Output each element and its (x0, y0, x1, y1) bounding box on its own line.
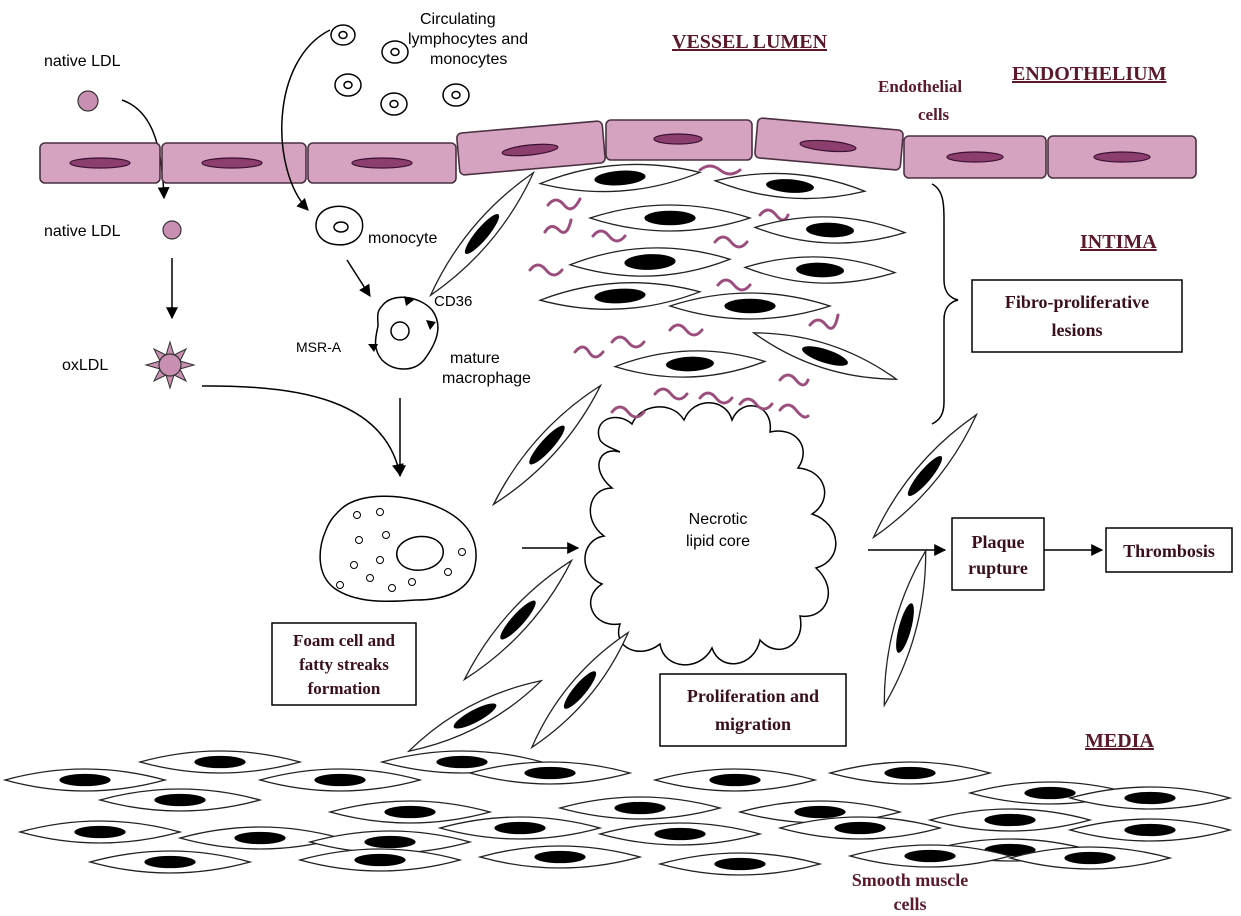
smooth-muscle-cell (750, 321, 900, 390)
native-ldl-mid-particle (163, 221, 181, 239)
msr-a-label: MSR-A (296, 339, 342, 355)
native-ldl-mid-label: native LDL (44, 223, 121, 240)
necrotic-label-1: Necrotic (689, 511, 748, 528)
smooth-muscle-cell (404, 671, 547, 761)
collagen-fiber (612, 407, 644, 417)
smooth-muscle-label-1: Smooth muscle (852, 870, 969, 890)
native-ldl-top-label: native LDL (44, 53, 121, 70)
collagen-fiber (780, 375, 808, 385)
smooth-muscle-cell (755, 214, 906, 245)
smooth-muscle-cell (600, 823, 760, 845)
foam-cell-box-line-3: formation (308, 679, 381, 698)
fibro-box-line-2: lesions (1051, 320, 1102, 340)
smooth-muscle-cell (830, 762, 990, 784)
smooth-muscle-cell (90, 851, 250, 873)
smooth-muscle-cell (560, 797, 720, 819)
cd36-label: CD36 (434, 293, 472, 310)
mature-macrophage (368, 296, 438, 369)
proliferation-box-line-2: migration (715, 714, 791, 734)
collagen-fiber (670, 325, 702, 335)
smooth-muscle-cell (422, 166, 542, 303)
smooth-muscle-cell (20, 821, 180, 843)
endothelium-heading: ENDOTHELIUM (1012, 63, 1167, 85)
mature-label-2: macrophage (442, 370, 531, 387)
smooth-muscle-cell (100, 789, 260, 811)
plaque-rupture-box (952, 518, 1044, 590)
collagen-fiber (545, 220, 571, 232)
circulating-label-2: lymphocytes and (408, 31, 528, 48)
foam-cell-box-line-1: Foam cell and (293, 631, 396, 650)
smooth-muscle-cell (523, 625, 636, 754)
circulating-label-1: Circulating (420, 11, 496, 28)
media-heading: MEDIA (1085, 730, 1154, 752)
fibro-proliferative-box (972, 280, 1182, 352)
endothelial-cells-label-2: cells (918, 105, 950, 124)
thrombosis-label: Thrombosis (1123, 541, 1215, 561)
smooth-muscle-cell (140, 751, 300, 773)
smooth-muscle-cell (180, 827, 340, 849)
smooth-muscle-cell (570, 245, 731, 279)
collagen-fiber (718, 280, 750, 290)
collagen-fiber (780, 405, 808, 417)
foam-cell-box-line-2: fatty streaks (299, 655, 389, 674)
collagen-fiber (548, 199, 580, 209)
endothelial-cells-label-1: Endothelial (878, 77, 962, 96)
mature-label-1: mature (450, 350, 500, 367)
smooth-muscle-cell (745, 254, 896, 285)
collagen-fiber (530, 265, 562, 275)
smooth-muscle-cell (330, 801, 490, 823)
smooth-muscle-cell (1070, 819, 1230, 841)
smooth-muscle-cell (670, 293, 830, 319)
necrotic-label-2: lipid core (686, 533, 750, 550)
smooth-muscle-cell (5, 769, 165, 791)
smooth-muscle-cell (480, 846, 640, 868)
smooth-muscle-cell (615, 348, 766, 379)
collagen-fiber (700, 393, 732, 403)
vessel-lumen-heading: VESSEL LUMEN (672, 31, 828, 53)
smooth-muscle-cell (260, 769, 420, 791)
oxldl-to-foam-arrow (202, 386, 400, 475)
smooth-muscle-cell (300, 849, 460, 871)
collagen-fiber (715, 237, 747, 247)
collagen-fiber (612, 337, 644, 347)
smooth-muscle-cell (456, 553, 579, 687)
smooth-muscle-cell (660, 853, 820, 875)
smooth-muscle-cell (655, 769, 815, 791)
proliferation-box-line-1: Proliferation and (687, 686, 819, 706)
collagen-fiber (700, 166, 740, 174)
circulating-label-3: monocytes (430, 51, 507, 68)
plaque-rupture-line-1: Plaque (971, 532, 1024, 552)
smooth-muscle-cell (590, 205, 750, 231)
collagen-fiber (593, 231, 625, 241)
fibro-box-line-1: Fibro-proliferative (1005, 292, 1149, 312)
intima-brace (932, 184, 958, 424)
collagen-fiber (575, 347, 603, 357)
smooth-muscle-cell (440, 817, 600, 839)
plaque-rupture-line-2: rupture (968, 558, 1028, 578)
foam-cell (320, 496, 476, 601)
intima-heading: INTIMA (1080, 231, 1157, 253)
monocyte-cell (316, 206, 363, 245)
collagen-fiber (760, 210, 788, 220)
proliferation-box (660, 674, 846, 746)
smooth-muscle-cell (714, 169, 865, 203)
oxldl-label: oxLDL (62, 357, 108, 374)
collagen-fiber (810, 315, 838, 328)
smooth-muscle-label-2: cells (894, 894, 927, 914)
native-ldl-top-particle (78, 91, 98, 111)
monocyte-label: monocyte (368, 230, 437, 247)
oxldl-particle (146, 342, 194, 388)
smooth-muscle-cell (874, 548, 937, 708)
smooth-muscle-cell (930, 809, 1090, 831)
monocyte-to-macrophage-arrow (347, 260, 370, 296)
collagen-fiber (655, 389, 687, 399)
smooth-muscle-cell (485, 378, 608, 512)
